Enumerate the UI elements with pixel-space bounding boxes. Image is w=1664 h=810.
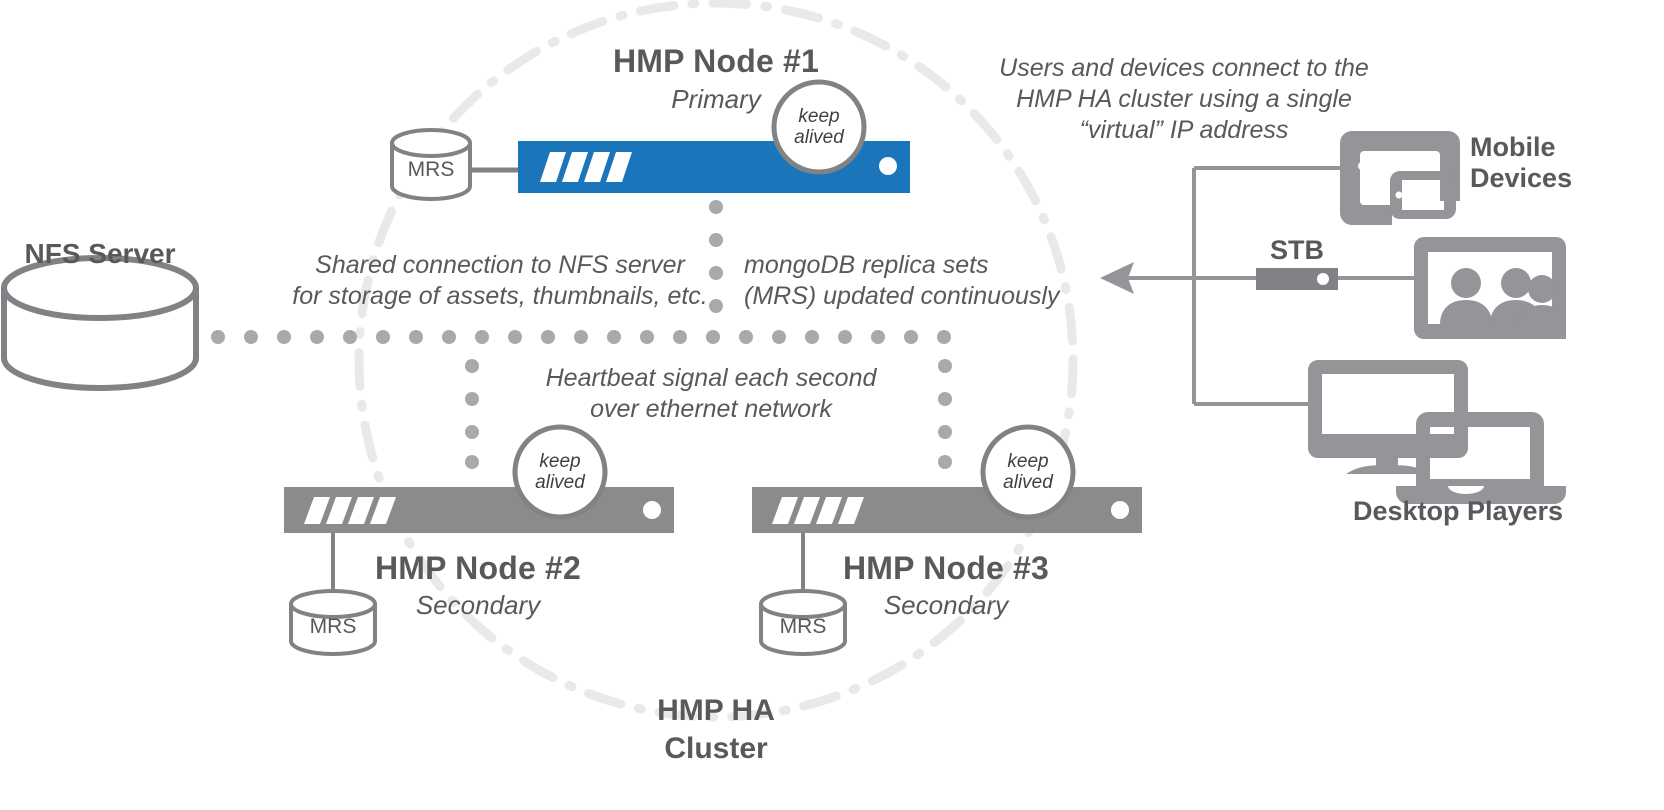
desktop-players-label: Desktop Players bbox=[1352, 496, 1564, 526]
hmp-node-1-keepalived-badge bbox=[771, 79, 867, 175]
hmp-node-3-appliance[interactable] bbox=[752, 424, 1142, 656]
keepalived-line-1: keep bbox=[798, 106, 840, 127]
hmp-node-1-title: HMP Node #1 bbox=[612, 43, 820, 79]
mobile-devices-label-line-1: Mobile bbox=[1470, 132, 1556, 162]
hmp-node-1-status-led bbox=[879, 157, 897, 175]
keepalived-line-2: alived bbox=[794, 127, 844, 148]
keepalived-line-2: alived bbox=[535, 472, 585, 493]
note-mongo-replica: mongoDB replica sets (MRS) updated conti… bbox=[744, 250, 1059, 312]
hmp-node-2-appliance[interactable] bbox=[284, 424, 674, 656]
mongo-replica-dots-center bbox=[709, 200, 723, 313]
note-nfs-shared: Shared connection to NFS server for stor… bbox=[292, 250, 707, 312]
hmp-node-2-keepalived-text: keep alived bbox=[514, 451, 606, 493]
note-virtual-ip-line-3: “virtual” IP address bbox=[1079, 116, 1289, 144]
note-virtual-ip: Users and devices connect to the HMP HA … bbox=[999, 53, 1369, 146]
keepalived-line-2: alived bbox=[1003, 472, 1053, 493]
mobile-devices-label: Mobile Devices bbox=[1470, 132, 1572, 194]
nfs-shared-connection-dots bbox=[211, 330, 951, 344]
hmp-node-2-mrs-label: MRS bbox=[309, 615, 357, 638]
tablet-phone-icon bbox=[1340, 131, 1460, 225]
keepalived-line-1: keep bbox=[539, 451, 581, 472]
hmp-node-1-role: Primary bbox=[671, 84, 761, 114]
nfs-server-cylinder bbox=[1, 255, 199, 391]
note-heartbeat: Heartbeat signal each second over ethern… bbox=[546, 363, 877, 425]
set-top-box-icon bbox=[1256, 268, 1338, 290]
hmp-node-3-status-led bbox=[1111, 501, 1129, 519]
cluster-label-line-2: Cluster bbox=[664, 732, 768, 765]
heartbeat-dots-left bbox=[465, 359, 479, 469]
note-heartbeat-line-1: Heartbeat signal each second bbox=[545, 364, 877, 392]
note-nfs-shared-line-1: Shared connection to NFS server bbox=[315, 251, 685, 279]
hmp-node-1-vent-slashes bbox=[540, 152, 632, 182]
stb-label: STB bbox=[1270, 235, 1324, 265]
hmp-node-1-keepalived-text: keep alived bbox=[773, 106, 865, 148]
cluster-label: HMP HA Cluster bbox=[657, 692, 775, 768]
hmp-node-3-role: Secondary bbox=[883, 590, 1009, 620]
nfs-server-label: NFS Server bbox=[24, 238, 176, 269]
hmp-node-1-mrs-label: MRS bbox=[407, 158, 455, 181]
hmp-node-1-mrs-cylinder bbox=[390, 128, 472, 201]
cluster-label-line-1: HMP HA bbox=[657, 694, 775, 727]
hmp-node-2-status-led bbox=[643, 501, 661, 519]
hmp-node-3-chassis bbox=[752, 487, 1142, 533]
client-network-wiring bbox=[1110, 166, 1424, 406]
note-mongo-replica-line-2: (MRS) updated continuously bbox=[744, 282, 1060, 310]
hmp-node-3-vent-slashes bbox=[772, 497, 864, 524]
hmp-node-2-mrs-cylinder bbox=[289, 589, 377, 656]
hmp-node-3-title: HMP Node #3 bbox=[842, 550, 1050, 586]
note-heartbeat-line-2: over ethernet network bbox=[590, 395, 832, 423]
virtual-ip-arrow-head bbox=[1100, 262, 1134, 294]
hmp-node-3-keepalived-text: keep alived bbox=[982, 451, 1074, 493]
hmp-node-2-role: Secondary bbox=[415, 590, 541, 620]
monitor-laptop-icon bbox=[1308, 360, 1566, 504]
note-nfs-shared-line-2: for storage of assets, thumbnails, etc. bbox=[292, 282, 708, 310]
tv-viewers-icon bbox=[1414, 237, 1566, 339]
note-mongo-replica-line-1: mongoDB replica sets bbox=[744, 251, 989, 279]
hmp-node-2-chassis bbox=[284, 487, 674, 533]
note-virtual-ip-line-1: Users and devices connect to the bbox=[999, 54, 1369, 82]
hmp-node-2-keepalived-badge bbox=[512, 424, 608, 520]
hmp-node-3-keepalived-badge bbox=[980, 424, 1076, 520]
hmp-node-2-title: HMP Node #2 bbox=[374, 550, 582, 586]
cluster-boundary-circle bbox=[354, 0, 1078, 722]
hmp-node-2-vent-slashes bbox=[304, 497, 396, 524]
hmp-node-1-appliance[interactable] bbox=[390, 79, 910, 201]
mobile-devices-label-line-2: Devices bbox=[1470, 163, 1573, 193]
hmp-node-3-mrs-label: MRS bbox=[779, 615, 827, 638]
hmp-node-3-mrs-cylinder bbox=[759, 589, 847, 656]
heartbeat-dots-right bbox=[938, 359, 952, 469]
note-virtual-ip-line-2: HMP HA cluster using a single bbox=[1016, 85, 1352, 113]
keepalived-line-1: keep bbox=[1007, 451, 1049, 472]
